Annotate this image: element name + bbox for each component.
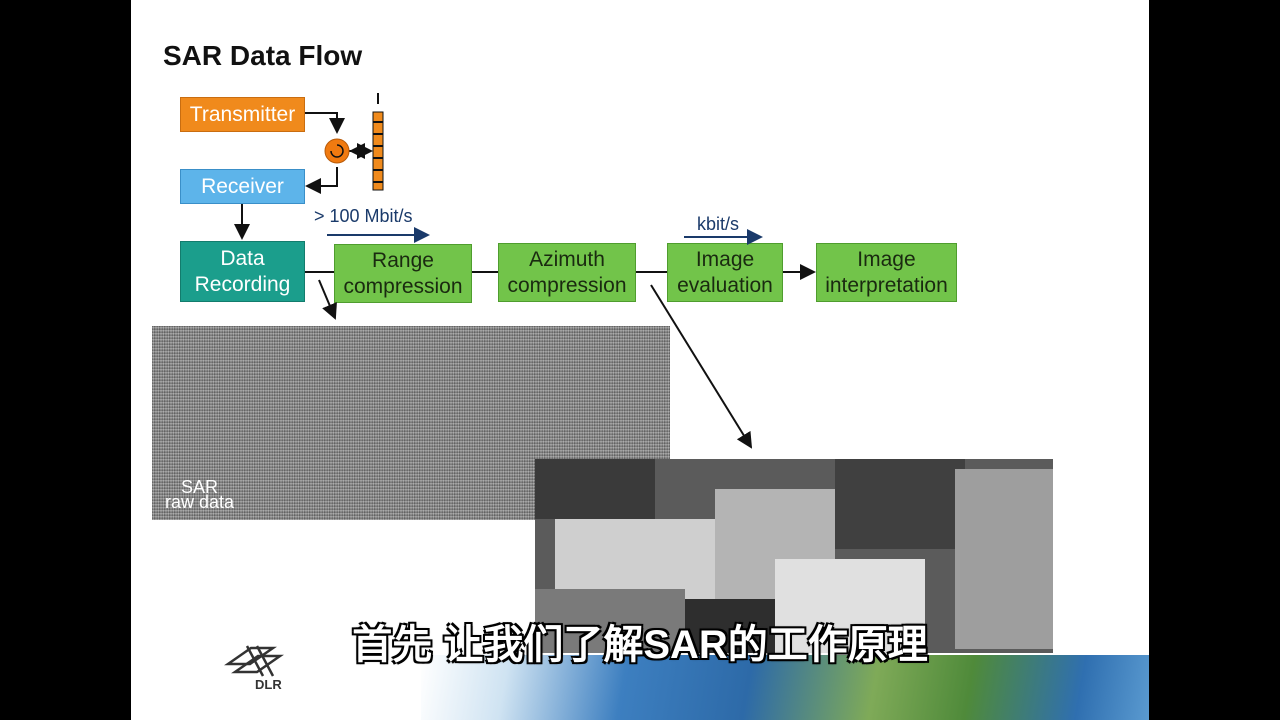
- sar-field: [535, 589, 685, 653]
- sar-raw-data-image: [152, 326, 670, 520]
- raw-data-label: SAR raw data: [165, 477, 235, 513]
- sar-field: [835, 459, 965, 549]
- slide: SAR Data Flow Transmitter Receiver Data …: [131, 0, 1149, 720]
- antenna-icon: [372, 111, 384, 191]
- sar-image: [535, 459, 1053, 653]
- sar-field: [775, 559, 925, 653]
- high-data-rate-label: > 100 Mbit/s: [314, 206, 413, 226]
- sar-field: [555, 519, 715, 599]
- transmitter-block: Transmitter: [180, 97, 305, 132]
- circulator-icon: [324, 138, 350, 164]
- sar-field: [685, 599, 775, 653]
- image-interpretation-block: Image interpretation: [816, 243, 957, 302]
- image-evaluation-block: Image evaluation: [667, 243, 783, 302]
- azimuth-compression-block: Azimuth compression: [498, 243, 636, 302]
- sar-field: [955, 469, 1053, 649]
- low-data-rate-label: kbit/s: [697, 214, 740, 234]
- sar-field: [535, 459, 655, 519]
- flow-connectors: [234, 93, 816, 449]
- data-recording-block: Data Recording: [180, 241, 305, 302]
- dlr-logo: DLR: [224, 645, 284, 692]
- video-subtitle: 首先 让我们了解SAR的工作原理: [352, 623, 928, 667]
- earth-banner-image: [421, 655, 1149, 720]
- dlr-logo-text: DLR: [255, 677, 282, 692]
- slide-title: SAR Data Flow: [163, 40, 363, 71]
- receiver-block: Receiver: [180, 169, 305, 204]
- range-compression-block: Range compression: [334, 244, 472, 303]
